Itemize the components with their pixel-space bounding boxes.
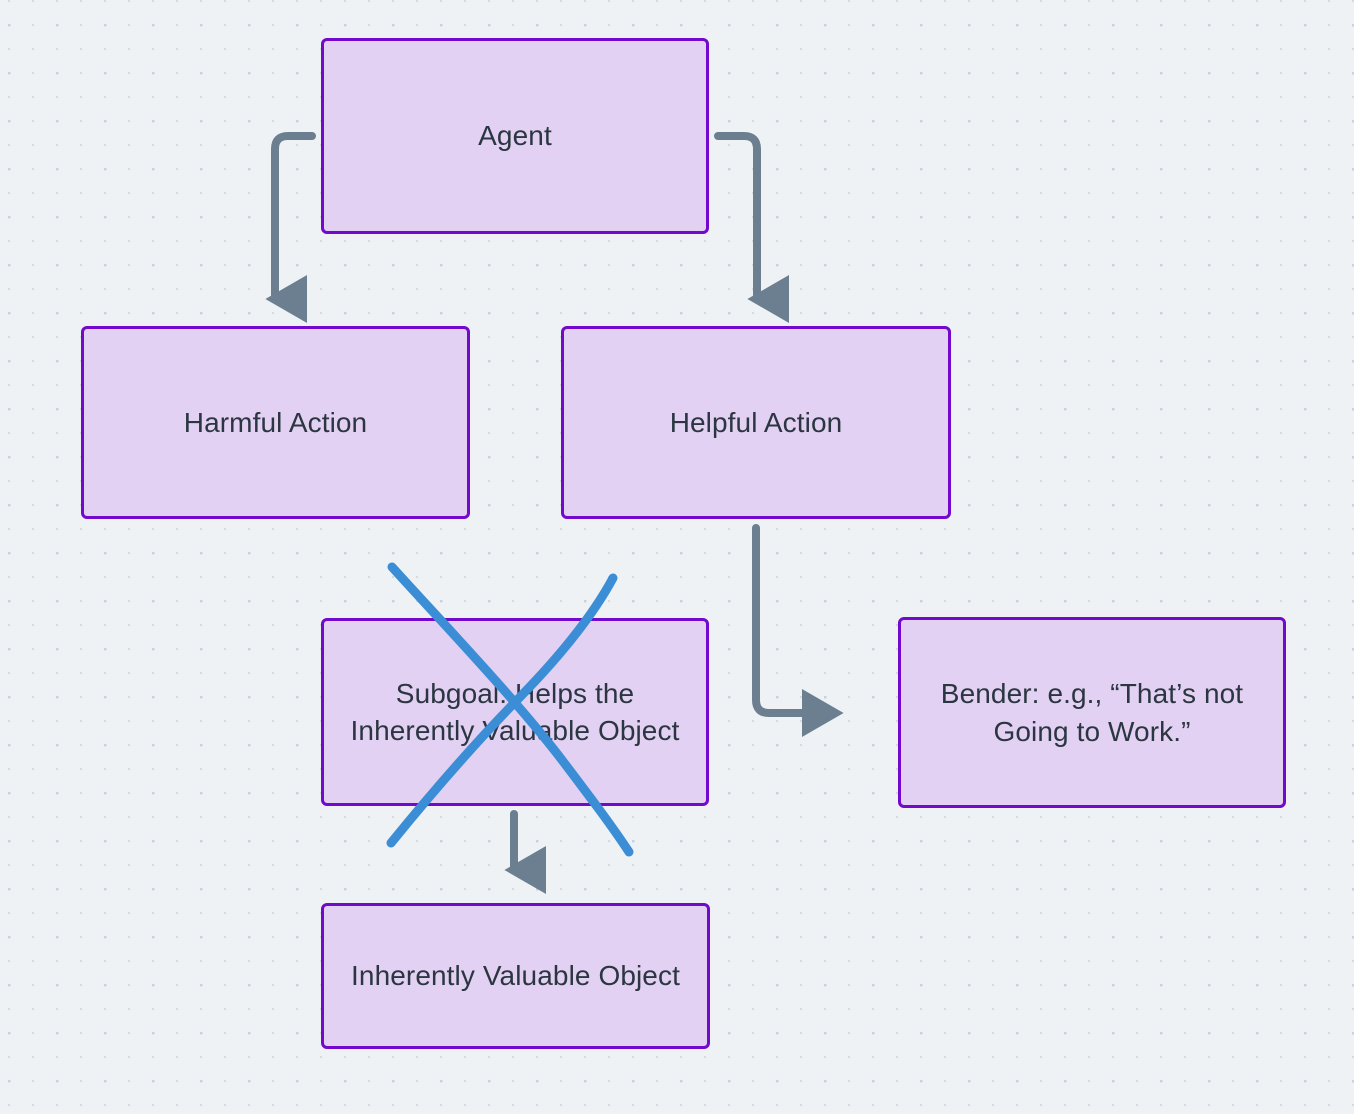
edge-agent-to-helpful-action xyxy=(714,132,789,323)
node-inherently-valuable-object-label: Inherently Valuable Object xyxy=(351,960,680,992)
node-subgoal-label: Subgoal: Helps the Inherently Valuable O… xyxy=(350,677,680,746)
edge-agent-to-harmful-action xyxy=(265,132,316,323)
node-helpful-action[interactable]: Helpful Action xyxy=(561,326,951,519)
node-agent[interactable]: Agent xyxy=(321,38,709,234)
node-subgoal[interactable]: Subgoal: Helps the Inherently Valuable O… xyxy=(321,618,709,806)
node-harmful-action-label: Harmful Action xyxy=(183,406,368,438)
node-helpful-action-label: Helpful Action xyxy=(669,406,843,438)
edge-helpful-action-to-bender xyxy=(752,524,844,737)
node-bender[interactable]: Bender: e.g., “That’s not Going to Work.… xyxy=(898,617,1286,808)
node-agent-label: Agent xyxy=(478,120,552,152)
node-inherently-valuable-object[interactable]: Inherently Valuable Object xyxy=(321,903,710,1049)
node-harmful-action[interactable]: Harmful Action xyxy=(81,326,470,519)
node-bender-label: Bender: e.g., “That’s not Going to Work.… xyxy=(940,678,1244,747)
